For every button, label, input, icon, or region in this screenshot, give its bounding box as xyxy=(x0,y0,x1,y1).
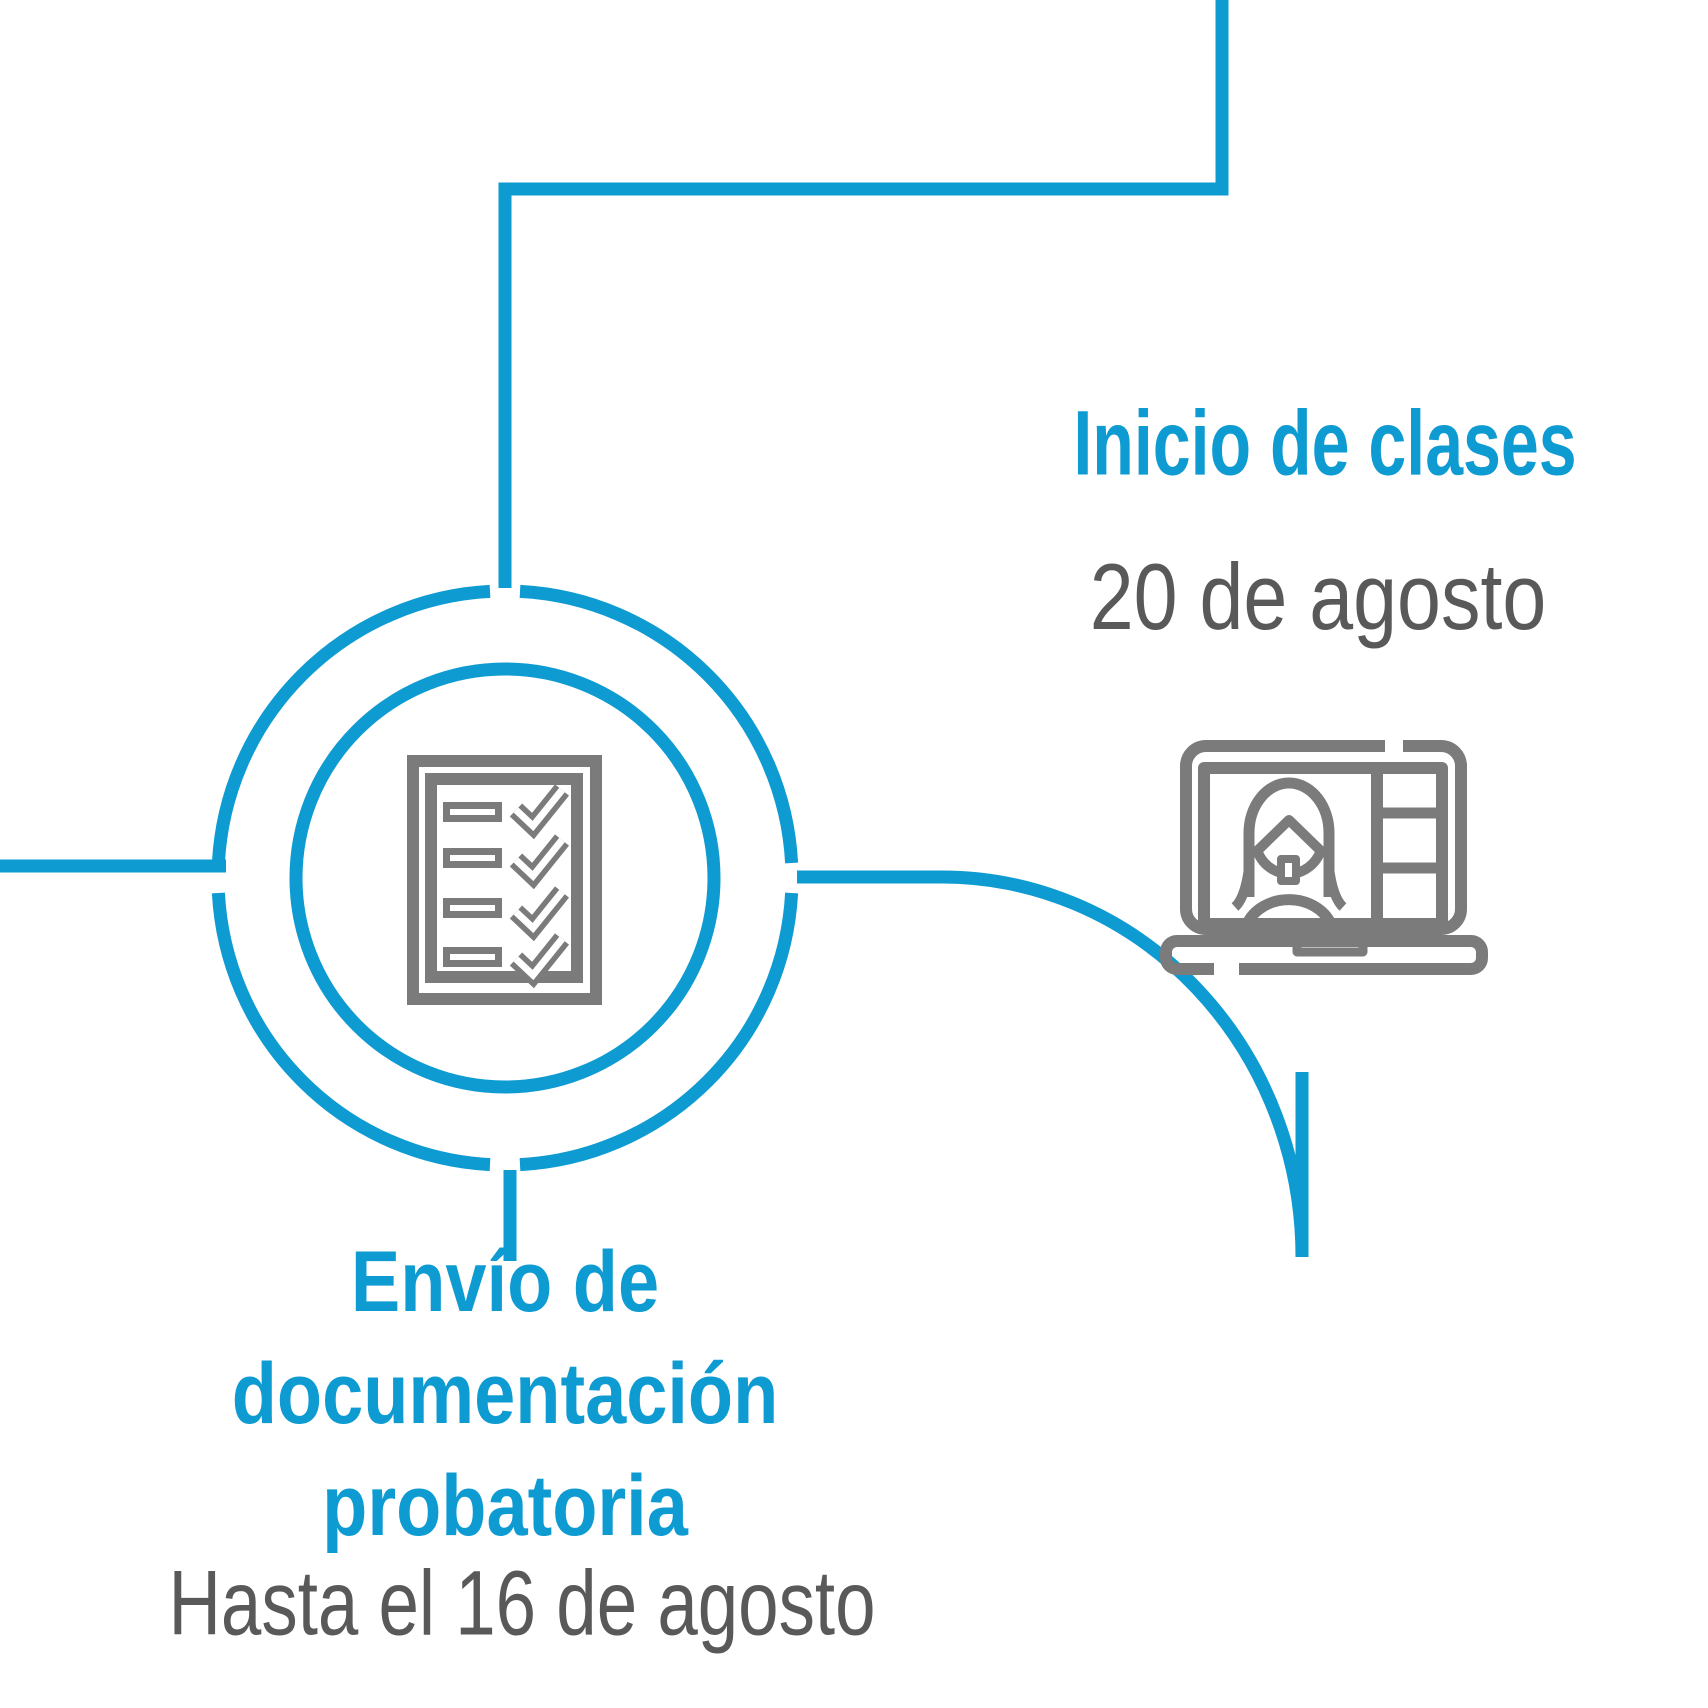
step-circle-outer xyxy=(211,584,799,1172)
step-circle-inner xyxy=(289,662,721,1094)
connector-right xyxy=(797,870,1309,1258)
step-title-inicio-de-clases: Inicio de clases xyxy=(1073,392,1577,495)
checklist-icon xyxy=(407,755,602,1005)
laptop-video-call-icon xyxy=(1160,738,1488,978)
step-title-envio-documentacion: Envío de documentación probatoria xyxy=(231,1234,779,1554)
step-date-envio-documentacion: Hasta el 16 de agosto xyxy=(168,1552,876,1655)
connector-top xyxy=(498,0,1229,588)
step-date-inicio-de-clases: 20 de agosto xyxy=(1089,544,1547,649)
